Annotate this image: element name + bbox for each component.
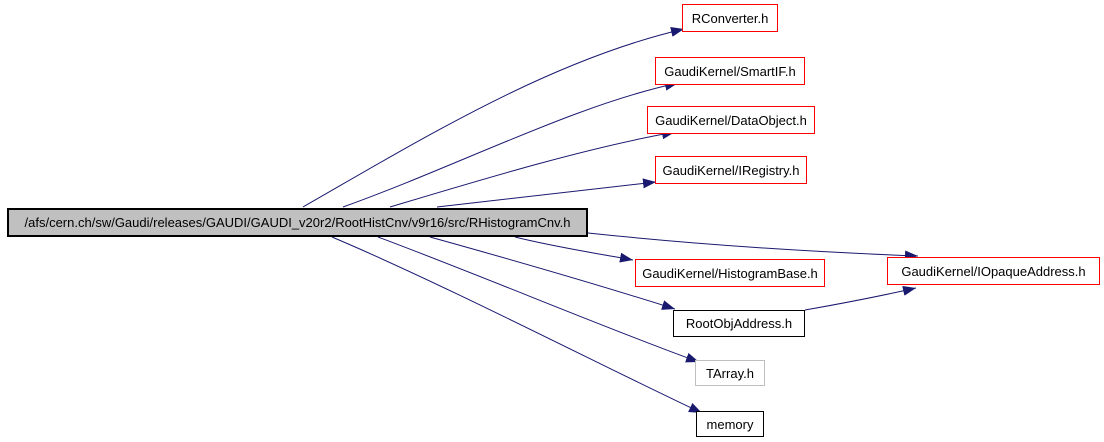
- node-label: GaudiKernel/DataObject.h: [655, 112, 807, 128]
- edge-main-to-dataobject: [389, 129, 676, 208]
- node-main-rhistogramcnv: /afs/cern.ch/sw/Gaudi/releases/GAUDI/GAU…: [7, 208, 588, 237]
- node-tarray: TArray.h: [695, 360, 765, 386]
- node-histogrambase[interactable]: GaudiKernel/HistogramBase.h: [635, 259, 825, 287]
- node-label: RootObjAddress.h: [685, 316, 793, 331]
- node-label: GaudiKernel/HistogramBase.h: [642, 265, 818, 281]
- node-rootobjaddress[interactable]: RootObjAddress.h: [673, 310, 805, 337]
- node-rconverter[interactable]: RConverter.h: [682, 4, 778, 32]
- edge-main-to-rootobjaddress: [429, 236, 676, 310]
- node-smartif[interactable]: GaudiKernel/SmartIF.h: [655, 57, 805, 85]
- node-dataobject[interactable]: GaudiKernel/DataObject.h: [647, 106, 815, 134]
- node-memory: memory: [696, 411, 764, 437]
- node-label: RConverter.h: [691, 10, 769, 26]
- edge-main-to-iopaqueaddress: [587, 232, 919, 261]
- node-label: TArray.h: [706, 365, 754, 381]
- node-label: GaudiKernel/SmartIF.h: [664, 63, 796, 79]
- edge-main-to-memory: [331, 236, 703, 414]
- edge-main-to-smartif: [342, 80, 679, 208]
- node-main-label: /afs/cern.ch/sw/Gaudi/releases/GAUDI/GAU…: [24, 215, 571, 230]
- edge-main-to-rconverter: [302, 27, 685, 208]
- edge-main-to-iregistry: [436, 178, 657, 208]
- edge-main-to-tarray: [377, 236, 700, 363]
- node-iregistry[interactable]: GaudiKernel/IRegistry.h: [655, 156, 807, 184]
- node-label: GaudiKernel/IRegistry.h: [662, 162, 800, 178]
- edge-rootobjaddress-to-iopaqueaddress: [804, 285, 917, 311]
- node-iopaqueaddress[interactable]: GaudiKernel/IOpaqueAddress.h: [887, 257, 1100, 285]
- node-label: memory: [706, 416, 754, 432]
- node-label: GaudiKernel/IOpaqueAddress.h: [901, 263, 1086, 279]
- edge-main-to-histogrambase: [514, 236, 634, 263]
